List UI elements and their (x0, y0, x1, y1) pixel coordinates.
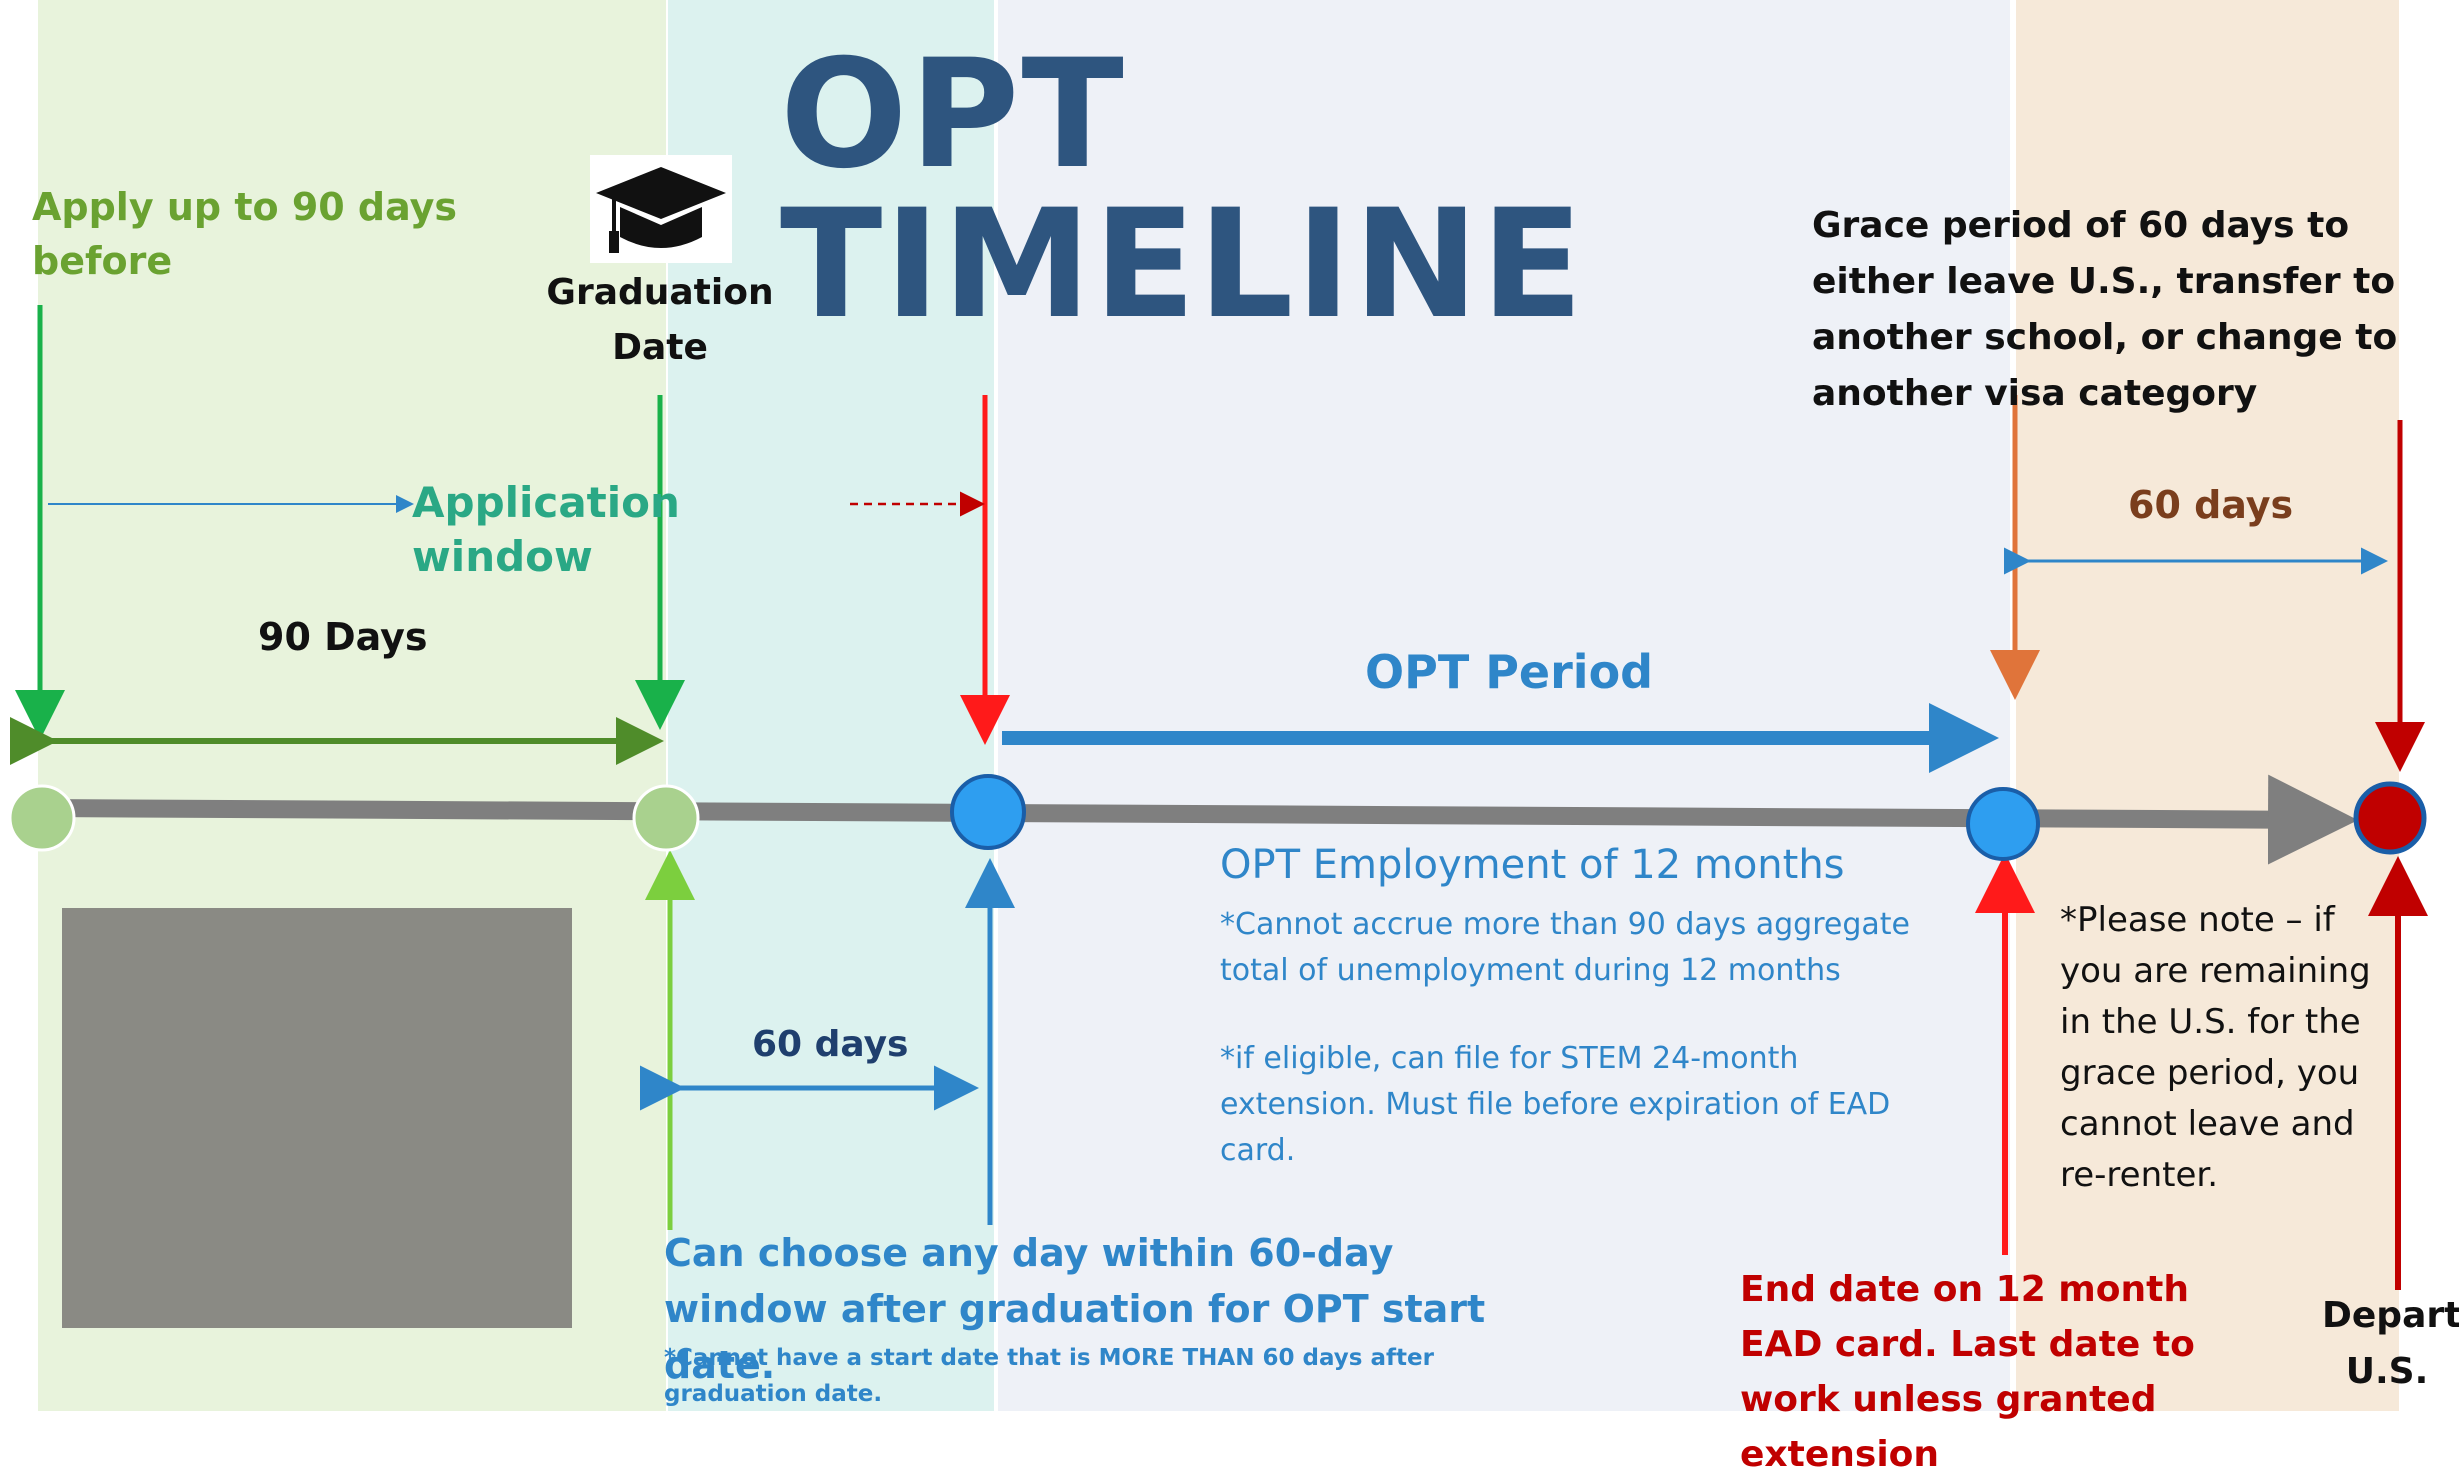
opt-start-circle (950, 774, 1026, 850)
opt-end-circle (1966, 787, 2040, 861)
depart-circle (2353, 781, 2427, 855)
opt-employment-note-2: *if eligible, can file for STEM 24-month… (1220, 1041, 1891, 1168)
graduation-circle (632, 784, 700, 852)
start-date-heading: Can choose any day within 60-day window … (664, 1231, 1486, 1387)
opt-employment-heading: OPT Employment of 12 months (1220, 842, 1845, 888)
grace-period-band (2016, 0, 2399, 1411)
apply-start-circle (8, 784, 76, 852)
graduation-label: Graduation Date (546, 272, 774, 368)
end-date-note: End date on 12 month EAD card. Last date… (1740, 1269, 2195, 1475)
apply-label: Apply up to 90 days before (32, 185, 457, 283)
please-note: *Please note – if you are remaining in t… (2060, 900, 2371, 1195)
page-title: OPT TIMELINE (780, 28, 1586, 352)
opt-employment-note-1: *Cannot accrue more than 90 days aggrega… (1220, 907, 1910, 988)
graduation-cap-icon (590, 155, 732, 263)
sixty-days-grace-label: 60 days (2128, 483, 2294, 527)
application-window-label: Application window (412, 478, 680, 581)
start-date-footnote: *Cannot have a start date that is MORE T… (664, 1345, 1434, 1407)
sixty-days-window-label: 60 days (752, 1024, 909, 1065)
depart-label: Depart U.S. (2322, 1295, 2459, 1392)
ninety-days-label: 90 Days (258, 615, 428, 659)
timeline-diagram (8, 305, 2428, 1290)
timeline-bar (41, 774, 2358, 865)
opt-period-band (998, 0, 2010, 1411)
placeholder-image (62, 908, 572, 1328)
opt-period-label: OPT Period (1365, 645, 1654, 699)
grace-period-label: Grace period of 60 days to either leave … (1812, 205, 2398, 414)
